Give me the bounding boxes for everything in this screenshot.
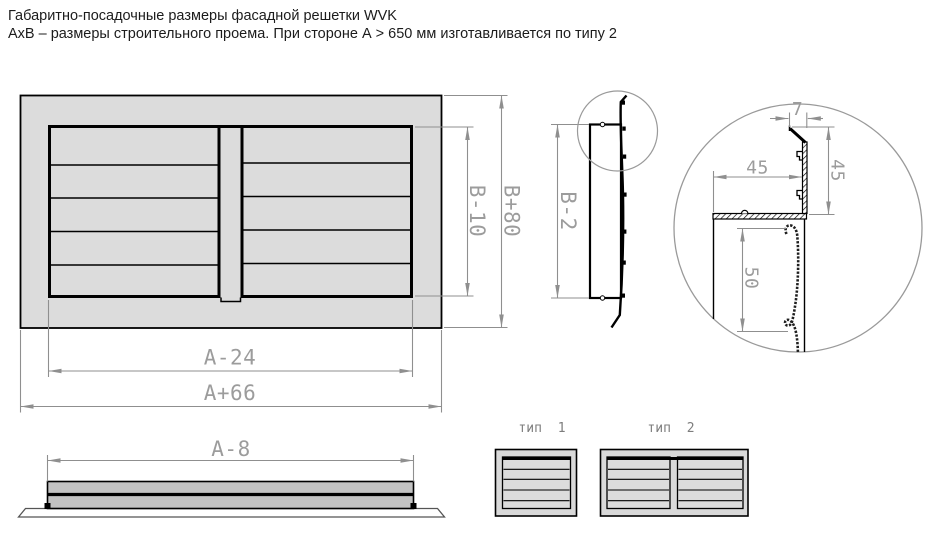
side-rivet-top xyxy=(599,121,606,128)
dim-lip-width: 7 xyxy=(792,99,803,120)
detail-clip-lower xyxy=(796,189,803,200)
bottom-flange xyxy=(17,507,446,518)
dim-frame-height: 45 xyxy=(827,159,848,182)
detail-indicator-circle xyxy=(576,90,659,172)
header-line2: АхВ – размеры строительного проема. При … xyxy=(8,26,617,42)
dim-louver-pitch: 50 xyxy=(741,267,762,290)
header-line1: Габаритно-посадочные размеры фасадной ре… xyxy=(8,8,397,24)
dim-inner-width: A-24 xyxy=(204,346,257,370)
side-flange-profile xyxy=(610,94,628,329)
front-right-louvers xyxy=(243,162,410,265)
type1-thumbnail xyxy=(494,448,578,517)
front-right-panel xyxy=(240,125,413,298)
side-louver-pins xyxy=(621,100,627,298)
dim-inner-height: B-10 xyxy=(465,185,489,238)
detail-circle xyxy=(673,103,923,353)
front-left-louvers xyxy=(51,164,218,266)
detail-louver-blade xyxy=(783,224,800,353)
front-left-panel xyxy=(48,125,221,298)
detail-dimensions: 7 45 45 50 xyxy=(712,99,848,333)
side-frame-body xyxy=(588,123,623,300)
dim-outer-width: A+66 xyxy=(204,381,257,405)
detail-channel-wall xyxy=(801,141,808,215)
type-variants: тип 1 тип 2 xyxy=(494,421,749,517)
side-view: B-2 xyxy=(551,90,659,329)
type2-label: тип 2 xyxy=(647,421,694,436)
header: Габаритно-посадочные размеры фасадной ре… xyxy=(8,8,617,42)
detail-top-lip xyxy=(788,127,807,144)
type2-thumbnail xyxy=(599,448,749,517)
dim-side-height: B-2 xyxy=(556,191,580,230)
side-rivet-bottom xyxy=(599,295,606,301)
dim-outer-height: B+80 xyxy=(500,185,524,238)
bottom-dimensions: A-8 xyxy=(46,437,415,482)
dim-flange-depth: 45 xyxy=(746,158,769,179)
front-view: A-24 A+66 B-10 B+80 xyxy=(19,94,524,413)
front-dimensions: A-24 A+66 B-10 B+80 xyxy=(19,94,524,413)
detail-flange-section xyxy=(712,212,808,220)
detail-clip-upper xyxy=(796,150,803,161)
dim-bottom-width: A-8 xyxy=(211,437,250,461)
front-divider-notch xyxy=(220,297,242,303)
bottom-endcap-left xyxy=(44,503,51,509)
bottom-endcap-right xyxy=(410,503,417,509)
type1-label: тип 1 xyxy=(518,421,565,436)
side-dimensions: B-2 xyxy=(551,123,589,299)
bottom-view: A-8 xyxy=(17,437,446,518)
detail-screw-dome xyxy=(740,209,749,214)
detail-view: 7 45 45 50 xyxy=(673,99,923,353)
